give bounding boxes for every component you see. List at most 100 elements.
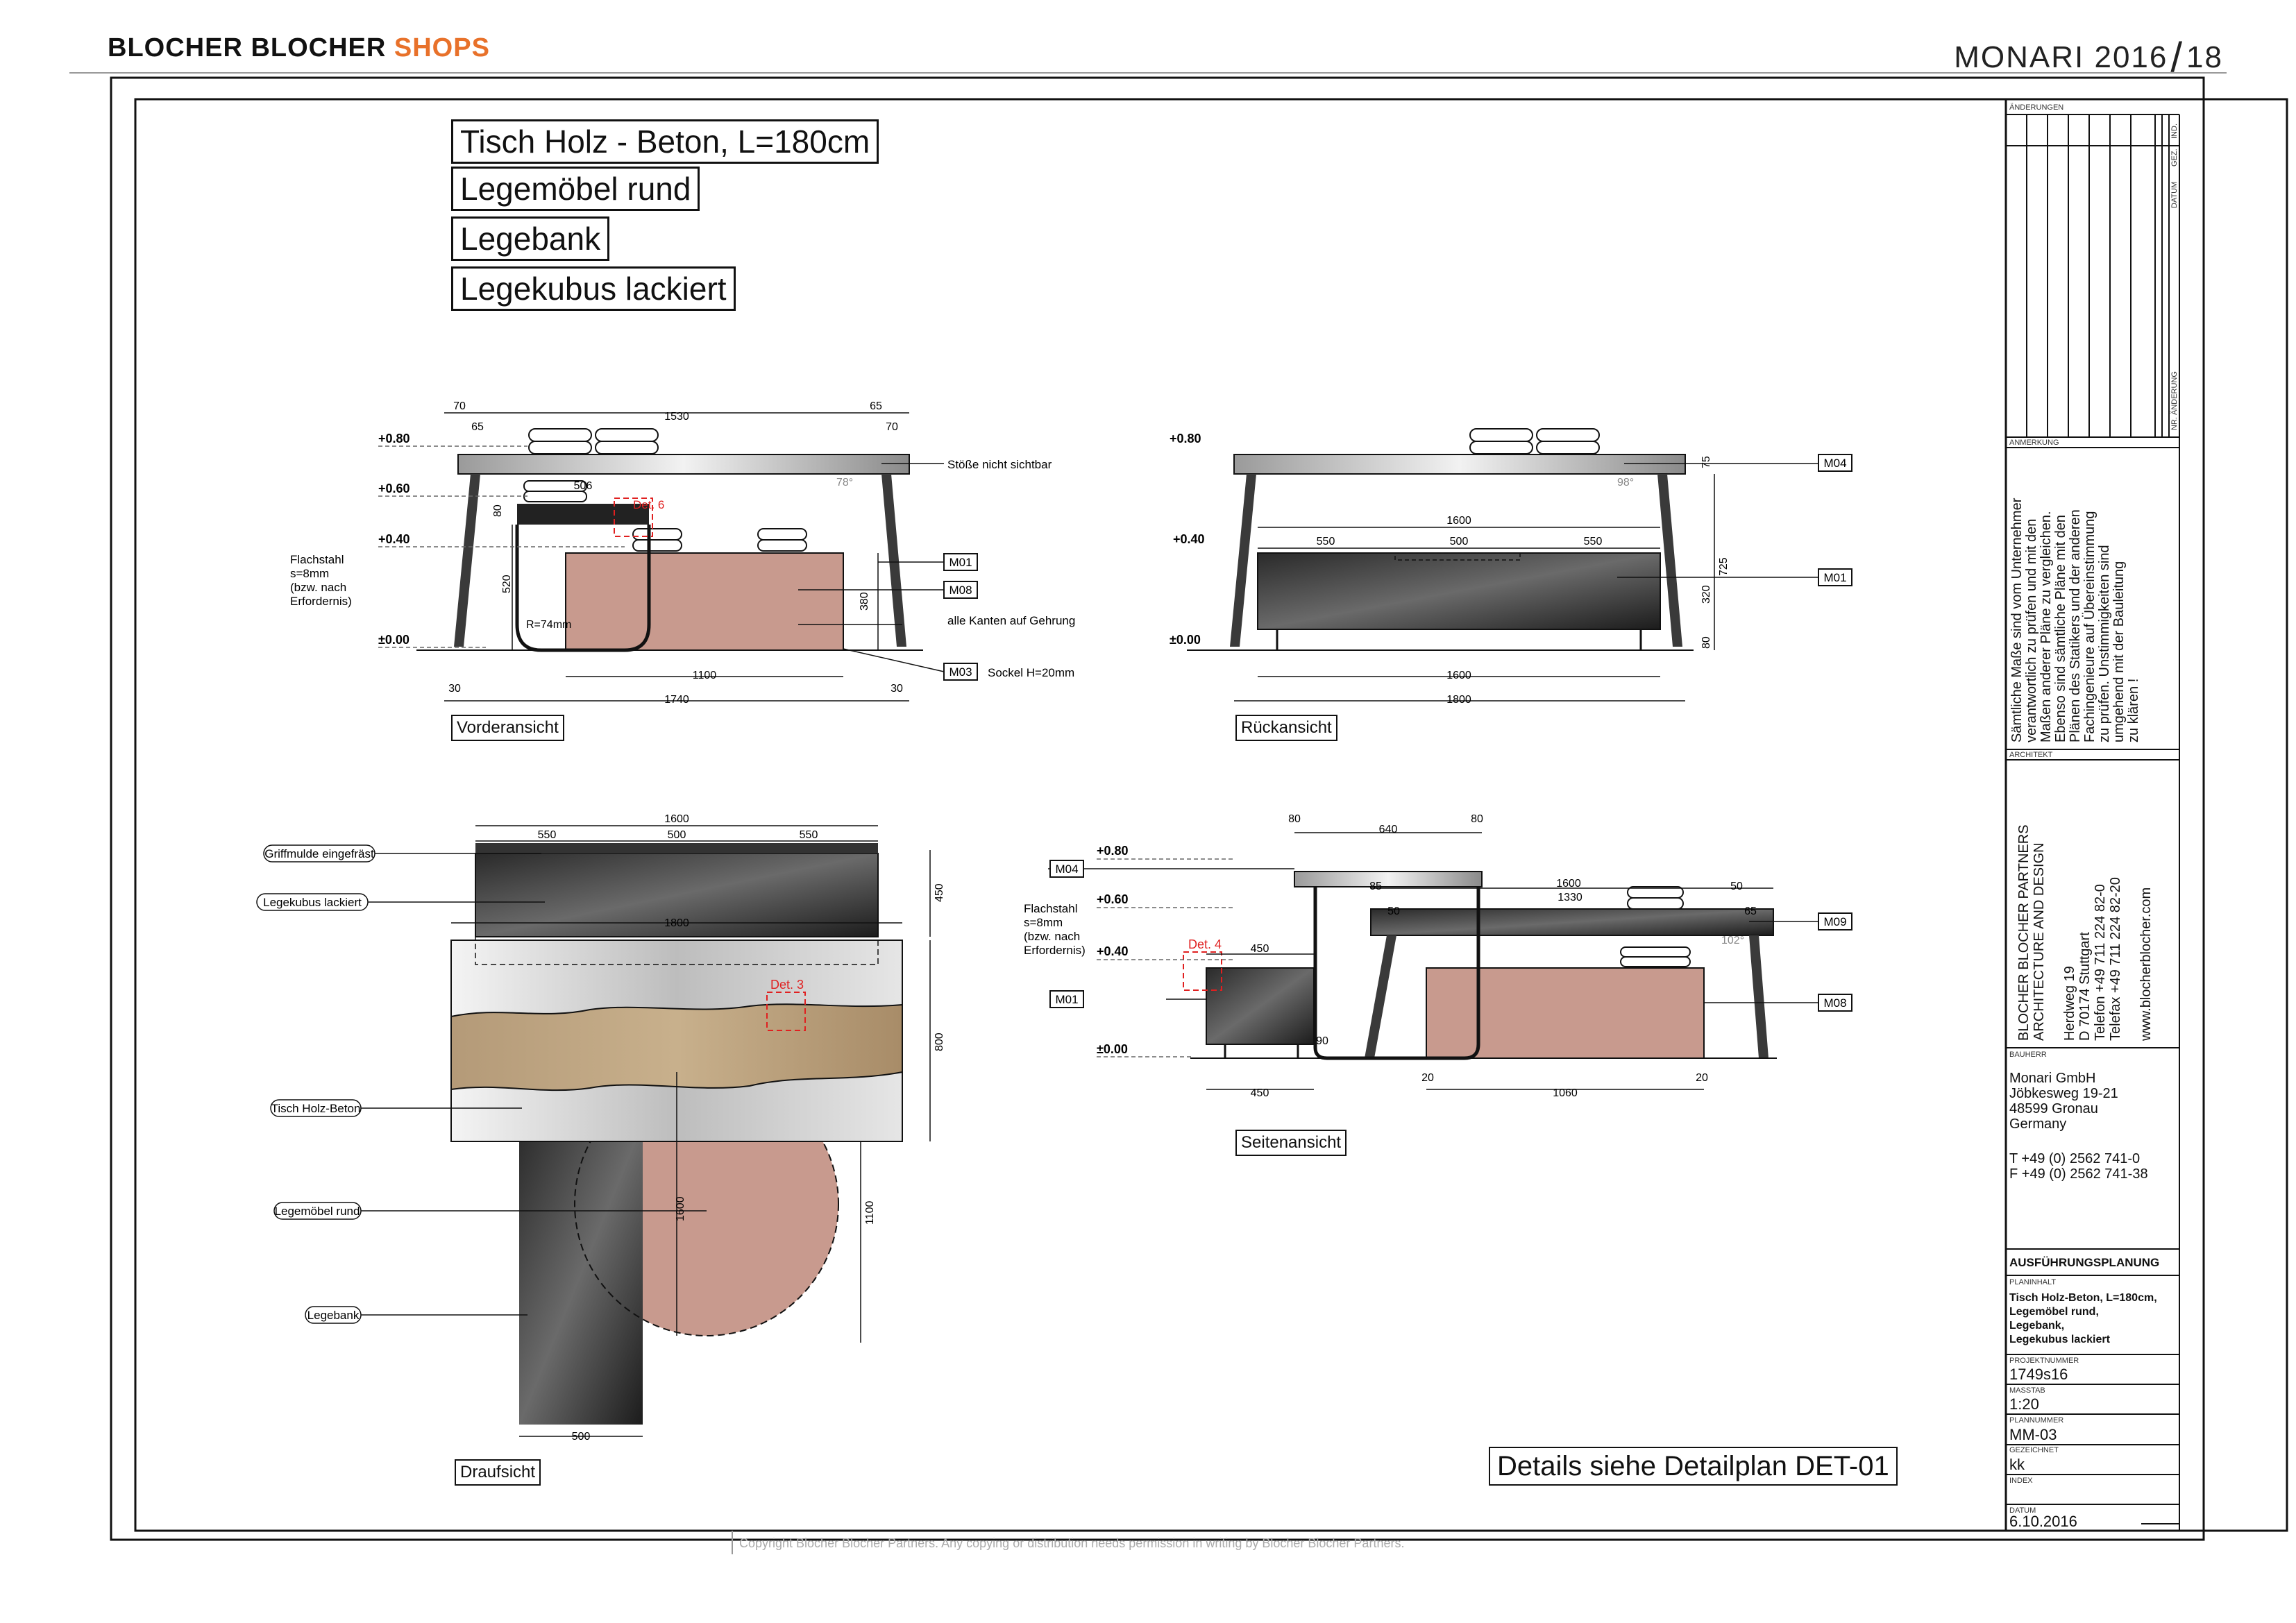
svg-text:MASSTAB: MASSTAB <box>2009 1386 2045 1395</box>
svg-text:500: 500 <box>668 829 686 841</box>
brand-accent: SHOPS <box>394 33 490 62</box>
svg-text:550: 550 <box>1584 536 1603 547</box>
svg-text:78°: 78° <box>836 477 853 488</box>
svg-text:DATUM: DATUM <box>2009 1506 2036 1515</box>
svg-text:1749s16: 1749s16 <box>2009 1366 2068 1383</box>
architekt-line: D 70174 Stuttgart <box>2077 932 2093 1041</box>
project-page: 18 <box>2186 40 2223 74</box>
svg-text:AUSFÜHRUNGSPLANUNG: AUSFÜHRUNGSPLANUNG <box>2009 1256 2159 1269</box>
svg-text:50: 50 <box>1730 881 1743 892</box>
svg-text:1800: 1800 <box>664 917 689 929</box>
svg-text:65: 65 <box>870 400 882 412</box>
title-cube: Legekubus lackiert <box>451 266 736 311</box>
svg-text:ANMERKUNG: ANMERKUNG <box>2009 439 2059 447</box>
svg-text:PLANNUMMER: PLANNUMMER <box>2009 1416 2063 1425</box>
front-note-base: Sockel H=20mm <box>988 666 1074 679</box>
svg-text:65: 65 <box>1744 906 1757 917</box>
svg-text:Monari GmbH: Monari GmbH <box>2009 1071 2095 1086</box>
project-title: MONARI 2016/18 <box>1954 34 2223 80</box>
svg-text:PLANINHALT: PLANINHALT <box>2009 1278 2056 1286</box>
svg-text:1800: 1800 <box>1446 694 1471 706</box>
svg-text:M01: M01 <box>949 556 972 569</box>
anmerkung-line: Sämtliche Maße sind vom Unternehmer <box>2009 498 2025 742</box>
svg-text:1600: 1600 <box>1446 515 1471 527</box>
svg-text:550: 550 <box>538 829 557 841</box>
svg-text:M03: M03 <box>949 665 972 679</box>
svg-text:Tisch Holz-Beton: Tisch Holz-Beton <box>271 1102 361 1115</box>
front-detail-label: Det. 6 <box>633 498 664 511</box>
anmerkung-line: Plänen des Statikers und der anderen <box>2068 509 2083 742</box>
anmerkung-line: zu prüfen. Unstimmigkeiten sind <box>2097 545 2112 742</box>
front-note-edges: alle Kanten auf Gehrung <box>947 614 1075 627</box>
svg-text:Griffmulde eingefräst: Griffmulde eingefräst <box>264 847 374 860</box>
svg-text:Tisch Holz-Beton, L=180cm,: Tisch Holz-Beton, L=180cm, <box>2009 1292 2157 1304</box>
svg-text:75: 75 <box>1700 456 1712 468</box>
svg-text:50: 50 <box>1387 906 1400 917</box>
svg-text:ÄNDERUNGEN: ÄNDERUNGEN <box>2009 103 2063 112</box>
svg-text:Legekubus lackiert: Legekubus lackiert <box>263 896 362 909</box>
title-round-furniture: Legemöbel rund <box>451 167 700 211</box>
outer-frame <box>110 76 2205 1541</box>
anmerkung-line: verantwortlich zu prüfen und mit den <box>2024 519 2039 742</box>
svg-text:M01: M01 <box>1055 993 1078 1006</box>
svg-text:Jöbkesweg 19-21: Jöbkesweg 19-21 <box>2009 1086 2118 1101</box>
svg-text:±0.00: ±0.00 <box>1170 633 1201 647</box>
svg-text:Det. 4: Det. 4 <box>1188 937 1222 951</box>
top-view: Det. 3 1600 550 500 550 1800 500 450 800… <box>256 813 945 1443</box>
svg-text:450: 450 <box>1251 943 1269 955</box>
svg-text:1600: 1600 <box>1446 670 1471 681</box>
svg-text:Erfordernis): Erfordernis) <box>1024 944 1086 957</box>
svg-text:90: 90 <box>1316 1035 1328 1047</box>
svg-text:+0.60: +0.60 <box>378 482 410 495</box>
svg-text:640: 640 <box>1379 824 1398 835</box>
svg-text:M08: M08 <box>949 584 972 597</box>
svg-text:M09: M09 <box>1823 915 1846 928</box>
svg-text:+0.40: +0.40 <box>378 532 410 546</box>
svg-text:450: 450 <box>1251 1087 1269 1099</box>
svg-text:1330: 1330 <box>1558 892 1582 903</box>
svg-text:GEZEICHNET: GEZEICHNET <box>2009 1446 2059 1454</box>
svg-text:800: 800 <box>934 1033 945 1051</box>
svg-text:506: 506 <box>574 480 593 492</box>
svg-text:550: 550 <box>800 829 818 841</box>
svg-text:BAUHERR: BAUHERR <box>2009 1051 2047 1059</box>
svg-text:Det. 3: Det. 3 <box>770 978 804 992</box>
anmerkung-line: zu klären ! <box>2126 679 2141 742</box>
svg-text:80: 80 <box>1471 813 1483 825</box>
svg-text:INDEX: INDEX <box>2009 1477 2033 1485</box>
view-label-back: Rückansicht <box>1235 715 1337 741</box>
svg-text:ARCHITEKT: ARCHITEKT <box>2009 751 2053 759</box>
svg-text:1100: 1100 <box>864 1200 876 1225</box>
copyright-text: Copyright Blocher Blocher Partners. Any … <box>739 1536 1404 1550</box>
svg-text:520: 520 <box>501 575 513 593</box>
title-table: Tisch Holz - Beton, L=180cm <box>451 119 879 164</box>
inner-frame <box>134 98 2288 1532</box>
project-name: MONARI 2016 <box>1954 40 2168 74</box>
architekt-line: BLOCHER BLOCHER PARTNERS <box>2016 824 2032 1041</box>
svg-text:R=74mm: R=74mm <box>526 619 571 631</box>
header-divider <box>69 72 2227 74</box>
svg-text:T +49 (0) 2562 741-0: T +49 (0) 2562 741-0 <box>2009 1151 2140 1166</box>
svg-text:1600: 1600 <box>1556 878 1581 890</box>
svg-text:kk: kk <box>2009 1456 2025 1473</box>
svg-text:+0.80: +0.80 <box>1170 432 1201 445</box>
details-note: Details siehe Detailplan DET-01 <box>1489 1447 1898 1486</box>
svg-text:Germany: Germany <box>2009 1116 2066 1132</box>
svg-text:+0.40: +0.40 <box>1097 944 1129 958</box>
svg-text:380: 380 <box>859 592 870 611</box>
architekt-line: ARCHITECTURE AND DESIGN <box>2032 842 2047 1041</box>
svg-text:MM-03: MM-03 <box>2009 1426 2057 1443</box>
svg-text:320: 320 <box>1700 585 1712 604</box>
svg-text:M08: M08 <box>1823 996 1846 1010</box>
svg-text:85: 85 <box>1369 881 1382 892</box>
svg-text:102°: 102° <box>1721 935 1744 946</box>
svg-text:70: 70 <box>453 400 466 412</box>
svg-text:1:20: 1:20 <box>2009 1395 2039 1413</box>
svg-text:F +49 (0) 2562 741-38: F +49 (0) 2562 741-38 <box>2009 1166 2148 1182</box>
svg-text:1530: 1530 <box>664 411 689 423</box>
title-block <box>2006 114 2180 1531</box>
title-bench: Legebank <box>451 216 610 261</box>
svg-text:+0.40: +0.40 <box>1173 532 1205 546</box>
svg-text:Legebank,: Legebank, <box>2009 1320 2064 1332</box>
svg-text:1060: 1060 <box>1553 1087 1578 1099</box>
